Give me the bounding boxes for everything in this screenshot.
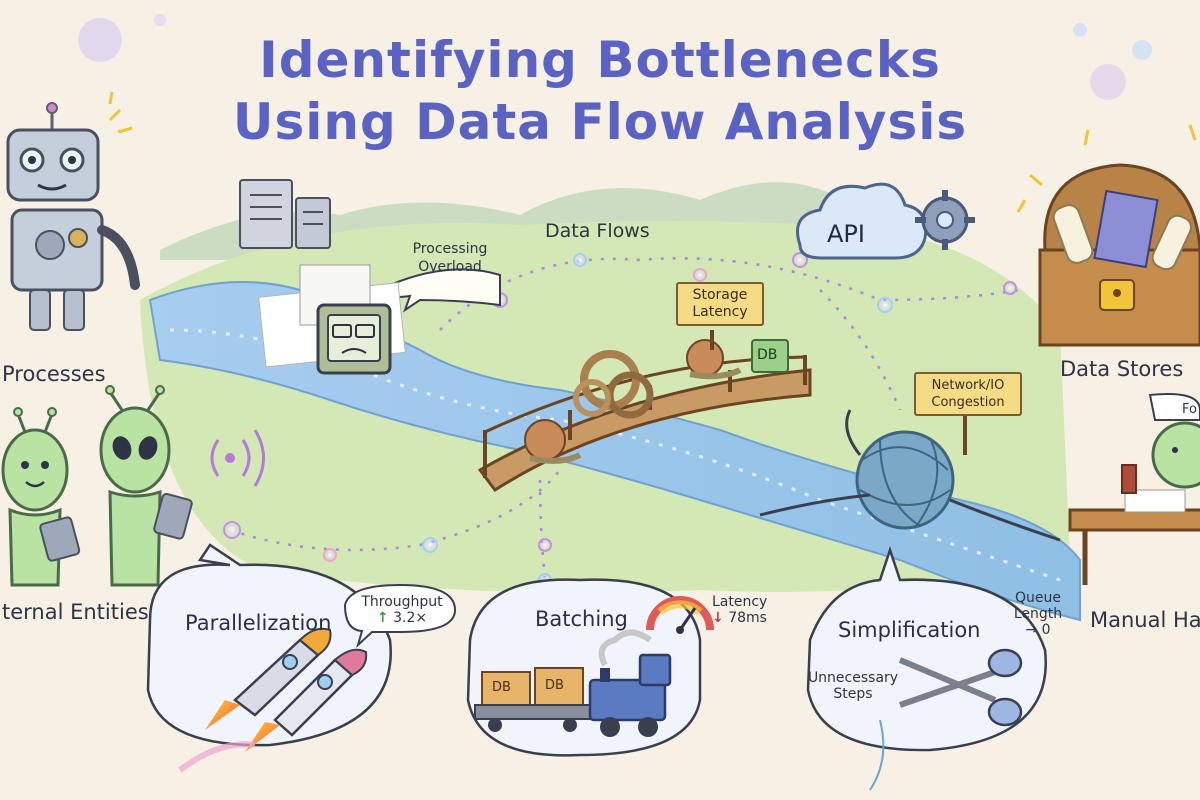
down-arrow-icon: ↓	[712, 610, 724, 626]
latency-label: Latency	[712, 594, 768, 610]
parallelization-title: Parallelization	[185, 611, 332, 635]
robot-process-icon	[6, 91, 140, 331]
rocket-icon	[178, 627, 368, 773]
storage-latency-line2: Latency	[692, 304, 748, 320]
throughput-value-row: ↑ 3.2×	[352, 610, 452, 626]
manual-handling-label: Manual Ha	[1090, 608, 1200, 632]
scissors-icon	[869, 648, 1023, 791]
page-title-line1: Identifying Bottlenecks	[259, 31, 941, 89]
queue-label-line1: Queue	[1015, 590, 1061, 606]
api-cloud-icon	[796, 182, 928, 260]
treasure-chest-icon	[1016, 124, 1200, 347]
storage-latency-line1: Storage	[692, 287, 748, 303]
wireless-signal-icon	[210, 429, 265, 487]
unnecessary-steps-note: Unnecessary Steps	[800, 670, 906, 702]
simplification-title: Simplification	[838, 618, 981, 642]
crate-db-label-1: DB	[492, 680, 511, 695]
alien-entity-icon	[1, 385, 193, 587]
server-tower-icon	[239, 179, 331, 249]
unnecessary-steps-line2: Steps	[833, 686, 873, 702]
storage-latency-sign: Storage Latency	[676, 282, 764, 326]
network-io-sign: Network/IO Congestion	[914, 372, 1022, 416]
processing-overload-line2: Overload	[418, 259, 482, 275]
data-flow-paths	[229, 257, 1021, 581]
unnecessary-steps-line1: Unnecessary	[807, 670, 899, 686]
latency-gauge-icon	[646, 596, 714, 634]
throughput-metric: Throughput ↑ 3.2×	[352, 594, 452, 626]
page-title-line2: Using Data Flow Analysis	[232, 93, 968, 151]
processes-label: Processes	[2, 362, 106, 386]
yarn-ball-congestion-icon	[759, 395, 1061, 542]
data-stores-label: Data Stores	[1060, 357, 1184, 381]
throughput-value: 3.2×	[393, 610, 428, 626]
queue-value: → 0	[1025, 622, 1051, 638]
latency-value-row: ↓ 78ms	[712, 610, 782, 626]
queue-length-metric: Queue Length → 0	[1008, 590, 1068, 638]
data-flow-nodes	[223, 252, 1017, 587]
crate-db-label-2: DB	[545, 678, 564, 693]
batching-title: Batching	[535, 607, 628, 631]
manual-handler-icon	[1068, 393, 1200, 585]
latency-value: 78ms	[728, 610, 767, 626]
simplification-bubble	[806, 546, 1047, 752]
data-flows-label: Data Flows	[545, 220, 650, 242]
throughput-callout	[343, 583, 457, 649]
overloaded-processor-icon	[258, 264, 501, 375]
decorative-bubbles	[78, 14, 1152, 100]
api-label: API	[827, 220, 865, 248]
processing-overload-line1: Processing	[412, 241, 488, 257]
latency-metric: Latency ↓ 78ms	[712, 594, 782, 626]
network-io-line1: Network/IO	[931, 378, 1005, 393]
network-io-line2: Congestion	[931, 395, 1005, 410]
train-icon	[474, 629, 672, 737]
gear-icon	[915, 190, 975, 250]
up-arrow-icon: ↑	[376, 610, 389, 626]
queue-label-line2: Length	[1013, 606, 1063, 622]
external-entities-label: ternal Entities	[2, 600, 149, 624]
db-label: DB	[757, 347, 778, 363]
throughput-label: Throughput	[361, 594, 443, 610]
storage-latency-bridge-icon	[477, 339, 812, 493]
processing-overload-callout: Processing Overload	[400, 240, 500, 276]
form-fragment-label: Fo	[1182, 402, 1197, 417]
